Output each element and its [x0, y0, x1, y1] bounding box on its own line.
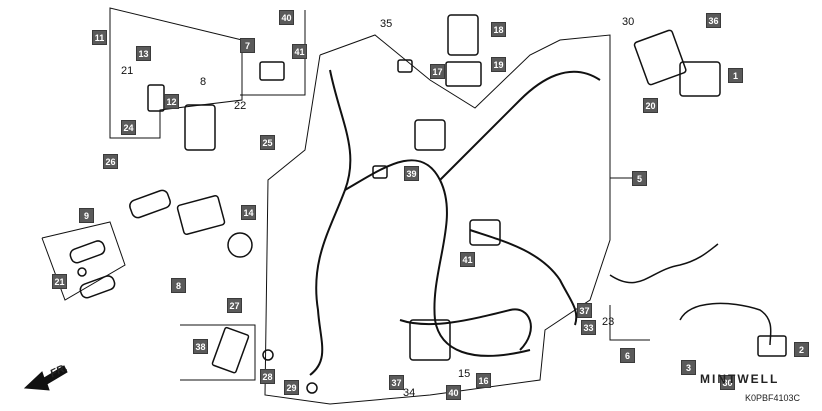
callout-2: 2 — [794, 342, 809, 357]
callout-27: 26 — [103, 154, 118, 169]
harness-wire-right — [469, 229, 578, 326]
grommet-24 — [262, 349, 274, 361]
callout-35: 35 — [380, 18, 393, 30]
module-19 — [445, 61, 482, 87]
callout-24: 28 — [260, 369, 275, 384]
group-bracket-6 — [609, 305, 650, 341]
callout-13: 13 — [136, 46, 151, 61]
callout-25: 29 — [284, 380, 299, 395]
callout-22-box: 25 — [260, 135, 275, 150]
group-bracket-upper-left — [109, 7, 243, 139]
callout-21-box: 24 — [121, 120, 136, 135]
callout-26: 27 — [227, 298, 242, 313]
module-8 — [184, 104, 216, 151]
callout-14: 14 — [241, 205, 256, 220]
connector-block-upper — [414, 119, 446, 151]
brand-watermark: MINTWELL — [700, 372, 780, 386]
clamp-16 — [397, 59, 413, 73]
callout-7: 7 — [240, 38, 255, 53]
callout-3: 3 — [681, 360, 696, 375]
callout-6: 6 — [620, 348, 635, 363]
relay-37 — [211, 326, 250, 374]
sensor-wire-2 — [679, 302, 772, 346]
harness-wire-main — [309, 69, 352, 376]
callout-15: 15 — [458, 368, 471, 380]
callout-16: 17 — [430, 64, 445, 79]
grommet-25 — [306, 382, 318, 394]
callout-22: 22 — [234, 100, 247, 112]
callout-15-box: 16 — [476, 373, 491, 388]
callout-39: 41 — [292, 44, 307, 59]
smart-key-unit-10 — [176, 195, 226, 235]
callout-19: 19 — [491, 57, 506, 72]
harness-wire-lower — [399, 308, 532, 351]
callout-29: 33 — [581, 320, 596, 335]
callout-37: 38 — [193, 339, 208, 354]
remote-fob-9 — [69, 240, 106, 264]
callout-38: 40 — [279, 10, 294, 25]
harness-wire-upper — [439, 70, 601, 181]
group-bracket-37 — [180, 324, 256, 381]
bracket-1 — [679, 61, 721, 97]
callout-8: 8 — [200, 76, 207, 88]
smart-key-fob — [129, 189, 171, 219]
callout-34: 34 — [403, 387, 416, 399]
callout-20: 21 — [52, 274, 67, 289]
callout-1: 1 — [728, 68, 743, 83]
callout-30: 30 — [622, 16, 635, 28]
connector-block-right — [469, 219, 501, 246]
callout-36: 39 — [404, 166, 419, 181]
remote-fob-9-b — [79, 275, 116, 299]
callout-31: 37 — [577, 303, 592, 318]
unit-39 — [259, 61, 285, 81]
module-17 — [633, 29, 687, 86]
callout-23: 23 — [602, 316, 615, 328]
ring-20 — [77, 267, 87, 277]
callout-5: 5 — [632, 171, 647, 186]
diagram-code: K0PBF4103C — [745, 393, 801, 403]
callout-18: 18 — [491, 22, 506, 37]
callout-33: 37 — [389, 375, 404, 390]
callout-30-box: 36 — [706, 13, 721, 28]
horn-14 — [227, 232, 253, 258]
switch-12 — [147, 84, 165, 112]
callout-21: 21 — [121, 65, 134, 77]
callout-28: 30 — [720, 375, 735, 390]
callout-10: 8 — [171, 278, 186, 293]
callout-41: 41 — [460, 252, 475, 267]
callout-11: 11 — [92, 30, 107, 45]
unit-2 — [757, 335, 787, 357]
callout-40: 40 — [446, 385, 461, 400]
direction-arrow — [23, 365, 68, 391]
callout-9: 9 — [79, 208, 94, 223]
harness-wire-main-branch — [344, 159, 531, 357]
callout-17: 20 — [643, 98, 658, 113]
clamp-36 — [372, 165, 388, 179]
sensor-wire-6 — [609, 243, 719, 284]
callout-12: 12 — [164, 94, 179, 109]
module-18 — [447, 14, 479, 56]
group-frame-main — [264, 34, 611, 405]
group-bracket-center-top — [240, 10, 306, 96]
connector-block-center — [409, 319, 451, 361]
